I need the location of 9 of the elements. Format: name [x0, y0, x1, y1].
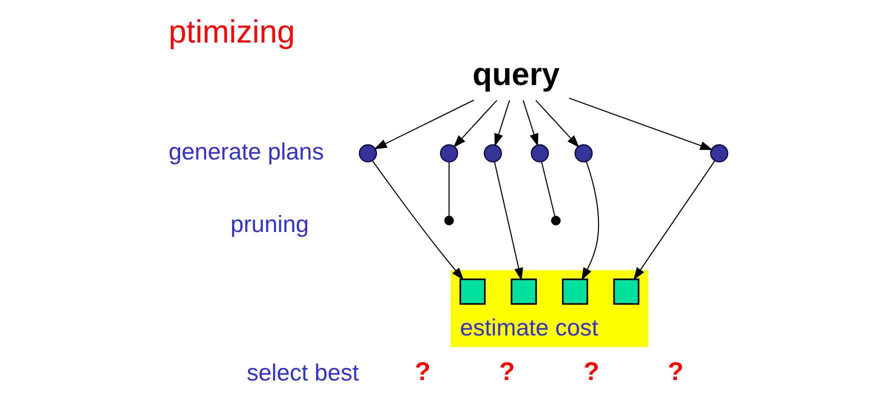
label: ?: [667, 358, 684, 386]
label: ?: [583, 358, 599, 386]
node-text: query: [472, 56, 560, 92]
label: generate plans: [168, 138, 324, 164]
label: select best: [246, 359, 358, 386]
label: ?: [414, 358, 430, 386]
label: ?: [498, 358, 514, 386]
label: pruning: [230, 210, 308, 237]
diagram-title: ptimizing: [168, 13, 294, 50]
